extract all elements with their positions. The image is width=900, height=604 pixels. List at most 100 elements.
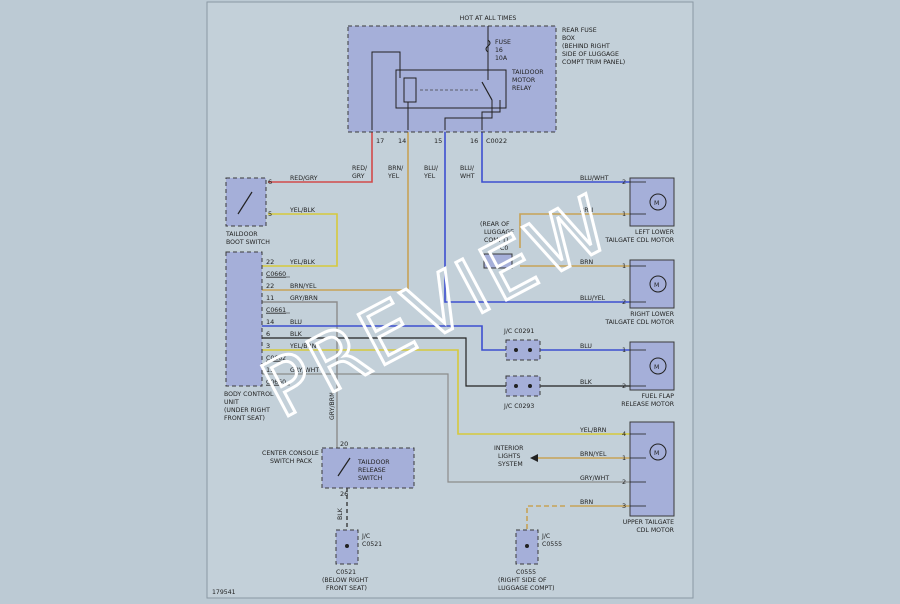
- motor-wire-label: BLK: [580, 379, 593, 386]
- fuse-rating: 10A: [495, 55, 508, 62]
- bcu-pin: 3: [266, 342, 270, 350]
- bcu-pin: 6: [266, 330, 270, 338]
- wire-yel-brn: [262, 349, 630, 435]
- c0521-label: FRONT SEAT): [326, 585, 367, 592]
- motor-box: [629, 421, 675, 517]
- motor-pin: 1: [622, 346, 626, 354]
- release-switch-label: SWITCH: [358, 475, 383, 482]
- relay-coil-icon: [403, 77, 417, 103]
- jc-label: J/C: [361, 533, 370, 540]
- motor-wire-label: BRN: [580, 499, 594, 506]
- relay-label: TAILDOOR: [511, 69, 544, 76]
- bcu-label: BODY CONTROL: [224, 391, 274, 398]
- splice-connector: [483, 253, 513, 269]
- jc-c0293-label: J/C C0293: [503, 403, 534, 410]
- wire-label: BLK: [337, 507, 344, 520]
- release-switch-label: TAILDOOR: [357, 459, 390, 466]
- wire-blk: [262, 337, 630, 387]
- wire-blu: [262, 325, 630, 351]
- wire-brn-left: [519, 213, 630, 248]
- jc-label: J/C: [541, 533, 550, 540]
- motor-label: RIGHT LOWER: [630, 311, 674, 318]
- splice-dot: [528, 384, 532, 388]
- motor-symbol: M: [654, 282, 659, 289]
- motor-label: TAILGATE CDL MOTOR: [604, 237, 674, 244]
- c0555-label: C0555: [516, 569, 536, 576]
- boot-switch-label: BOOT SWITCH: [226, 239, 270, 246]
- splice-dot: [528, 348, 532, 352]
- relay-label: RELAY: [512, 85, 532, 92]
- c0521-label: C0521: [336, 569, 356, 576]
- motor-symbol: M: [654, 450, 659, 457]
- c0521-label: (BELOW RIGHT: [322, 577, 368, 584]
- motor-label: UPPER TAILGATE: [623, 519, 674, 526]
- motor-wire-label: BRN: [580, 207, 594, 214]
- splice-dot: [514, 384, 518, 388]
- motor-pin: 2: [622, 382, 626, 390]
- splice-dot: [514, 348, 518, 352]
- wire-brn-yel: [262, 130, 409, 291]
- wire-label: YEL/BLK: [289, 207, 316, 214]
- wire-label: RED/GRY: [290, 175, 318, 182]
- bcu-connector: C0662: [266, 355, 286, 362]
- pin-14: 14: [398, 137, 406, 145]
- bcu-wire-label: GRY/WHT: [290, 367, 319, 374]
- fuse-number: 16: [495, 47, 503, 54]
- fuse-box-label-line: SIDE OF LUGGAGE: [562, 51, 619, 58]
- bcu-pin: 22: [266, 282, 274, 290]
- bcu-connector: C0660: [266, 271, 286, 278]
- fuse-box-label-line: (BEHIND RIGHT: [562, 43, 610, 50]
- motor-wire-label: YEL/BRN: [579, 427, 607, 434]
- release-switch-label: RELEASE: [358, 467, 386, 474]
- wire-label: YEL: [387, 173, 400, 180]
- bcu-wire-label: BLK: [290, 331, 303, 338]
- wire-label: RED/: [352, 165, 368, 172]
- motor-icon: [649, 443, 667, 461]
- splice-dot: [345, 544, 349, 548]
- motor-pin: 1: [622, 454, 626, 462]
- bcu-pin: 15: [266, 366, 274, 374]
- motor-box: [629, 341, 675, 391]
- motor-pin: 2: [622, 298, 626, 306]
- bcu-connector: C0660: [266, 379, 286, 386]
- bcu-label: FRONT SEAT): [224, 415, 265, 422]
- console-label: CENTER CONSOLE: [262, 450, 319, 457]
- wire-red-gry: [268, 130, 373, 183]
- bcu-pin: 11: [266, 294, 274, 302]
- motor-label: LEFT LOWER: [635, 229, 675, 236]
- c0555-label: (RIGHT SIDE OF: [498, 577, 547, 584]
- pin-15: 15: [434, 137, 442, 145]
- motor-box: [629, 177, 675, 227]
- console-label: SWITCH PACK: [270, 458, 313, 465]
- relay-outline: [395, 69, 507, 109]
- motor-symbol: M: [654, 200, 659, 207]
- luggage-label: (REAR OF: [480, 221, 510, 228]
- motor-wire-label: BLU: [580, 343, 592, 350]
- boot-switch-label: TAILDOOR: [225, 231, 258, 238]
- motor-pin: 1: [622, 262, 626, 270]
- motor-label: FUEL FLAP: [641, 393, 674, 400]
- wire-label: WHT: [460, 173, 475, 180]
- jc-c0291: [505, 339, 541, 361]
- fuse-box-label-line: REAR FUSE: [562, 27, 597, 34]
- pin-20: 20: [340, 440, 348, 448]
- wire-label: BLU/: [460, 165, 475, 172]
- jc-label: C0555: [542, 541, 562, 548]
- bcu-wire-label: BRN/YEL: [290, 283, 317, 290]
- hot-at-all-times-label: HOT AT ALL TIMES: [460, 15, 517, 22]
- arrow-icon: [530, 454, 538, 462]
- relay-wire: [444, 100, 493, 130]
- bcu-wire-label: YEL/BRN: [289, 343, 317, 350]
- motor-wire-label: BRN/YEL: [580, 451, 607, 458]
- bcu-label: UNIT: [224, 399, 239, 406]
- relay-label: MOTOR: [512, 77, 536, 84]
- motor-icon: [649, 357, 667, 375]
- splice-dot: [525, 544, 529, 548]
- c0555-label: LUGGAGE COMPT): [498, 585, 555, 592]
- wire-label: YEL: [423, 173, 436, 180]
- wire-yel-blk: [262, 213, 338, 267]
- motor-label: CDL MOTOR: [636, 527, 674, 534]
- wire-blu-yel: [444, 130, 630, 303]
